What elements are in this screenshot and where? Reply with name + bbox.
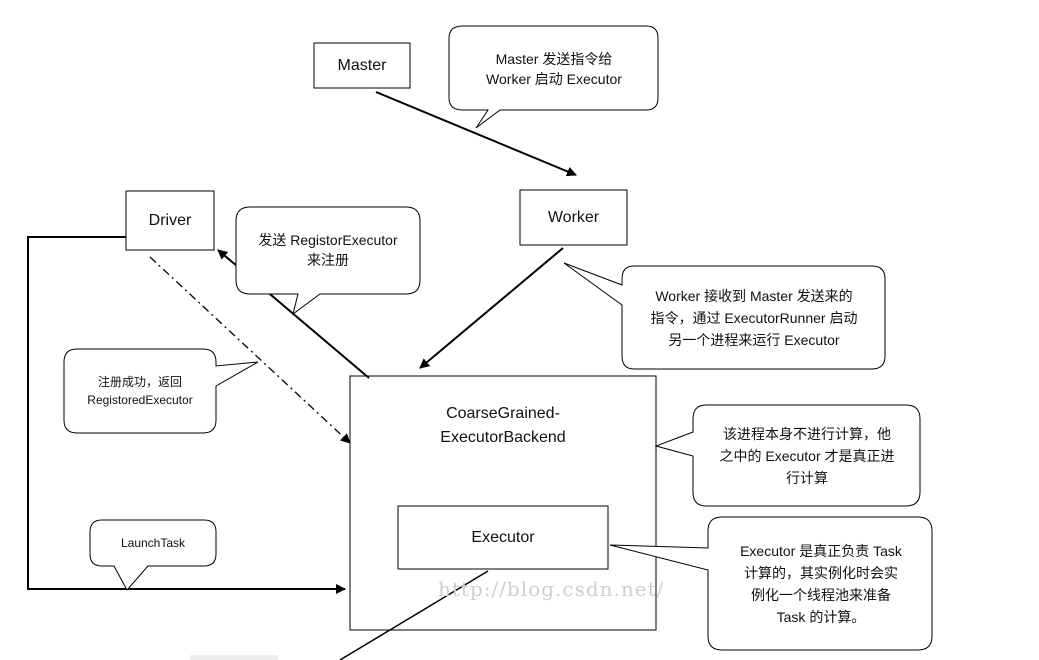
executor-box <box>397 505 609 570</box>
master-to-worker-arrow <box>375 91 577 177</box>
master-label: Master <box>337 56 387 74</box>
worker-to-backend-arrow <box>419 247 564 369</box>
worker-recv-bubble <box>563 262 886 370</box>
master-cmd-text: Master 发送指令给 Worker 启动 Executor <box>486 51 622 87</box>
executor-note-bubble <box>609 516 933 651</box>
driver-box <box>125 190 215 251</box>
backend-label: CoarseGrained- ExecutorBackend <box>440 405 566 446</box>
master-cmd-bubble <box>448 25 659 129</box>
launch-text: LaunchTask <box>120 536 186 550</box>
master-box <box>313 42 411 89</box>
executor-label: Executor <box>471 528 535 546</box>
register-text: 发送 RegistorExecutor 来注册 <box>258 232 398 268</box>
executor-tail-line <box>339 570 489 660</box>
bottom-artifact <box>190 655 278 660</box>
watermark-text: http://blog.csdn.net/ <box>438 577 665 601</box>
registered-bubble <box>63 348 259 434</box>
worker-box <box>519 189 628 246</box>
registered-text: 注册成功，返回 RegistoredExecutor <box>87 375 193 407</box>
worker-label: Worker <box>547 208 600 226</box>
backend-box <box>349 375 657 631</box>
launch-task-arrow <box>27 236 346 594</box>
driver-label: Driver <box>148 211 192 229</box>
launch-bubble <box>89 519 217 591</box>
worker-recv-text: Worker 接收到 Master 发送来的 指令，通过 ExecutorRun… <box>650 288 858 348</box>
backend-note-text: 该进程本身不进行计算，他 之中的 Executor 才是真正进 行计算 <box>719 426 895 486</box>
executor-note-text: Executor 是真正负责 Task 计算的，其实例化时会实 例化一个线程池来… <box>740 543 902 625</box>
backend-note-bubble <box>654 404 921 507</box>
register-bubble <box>235 206 421 316</box>
